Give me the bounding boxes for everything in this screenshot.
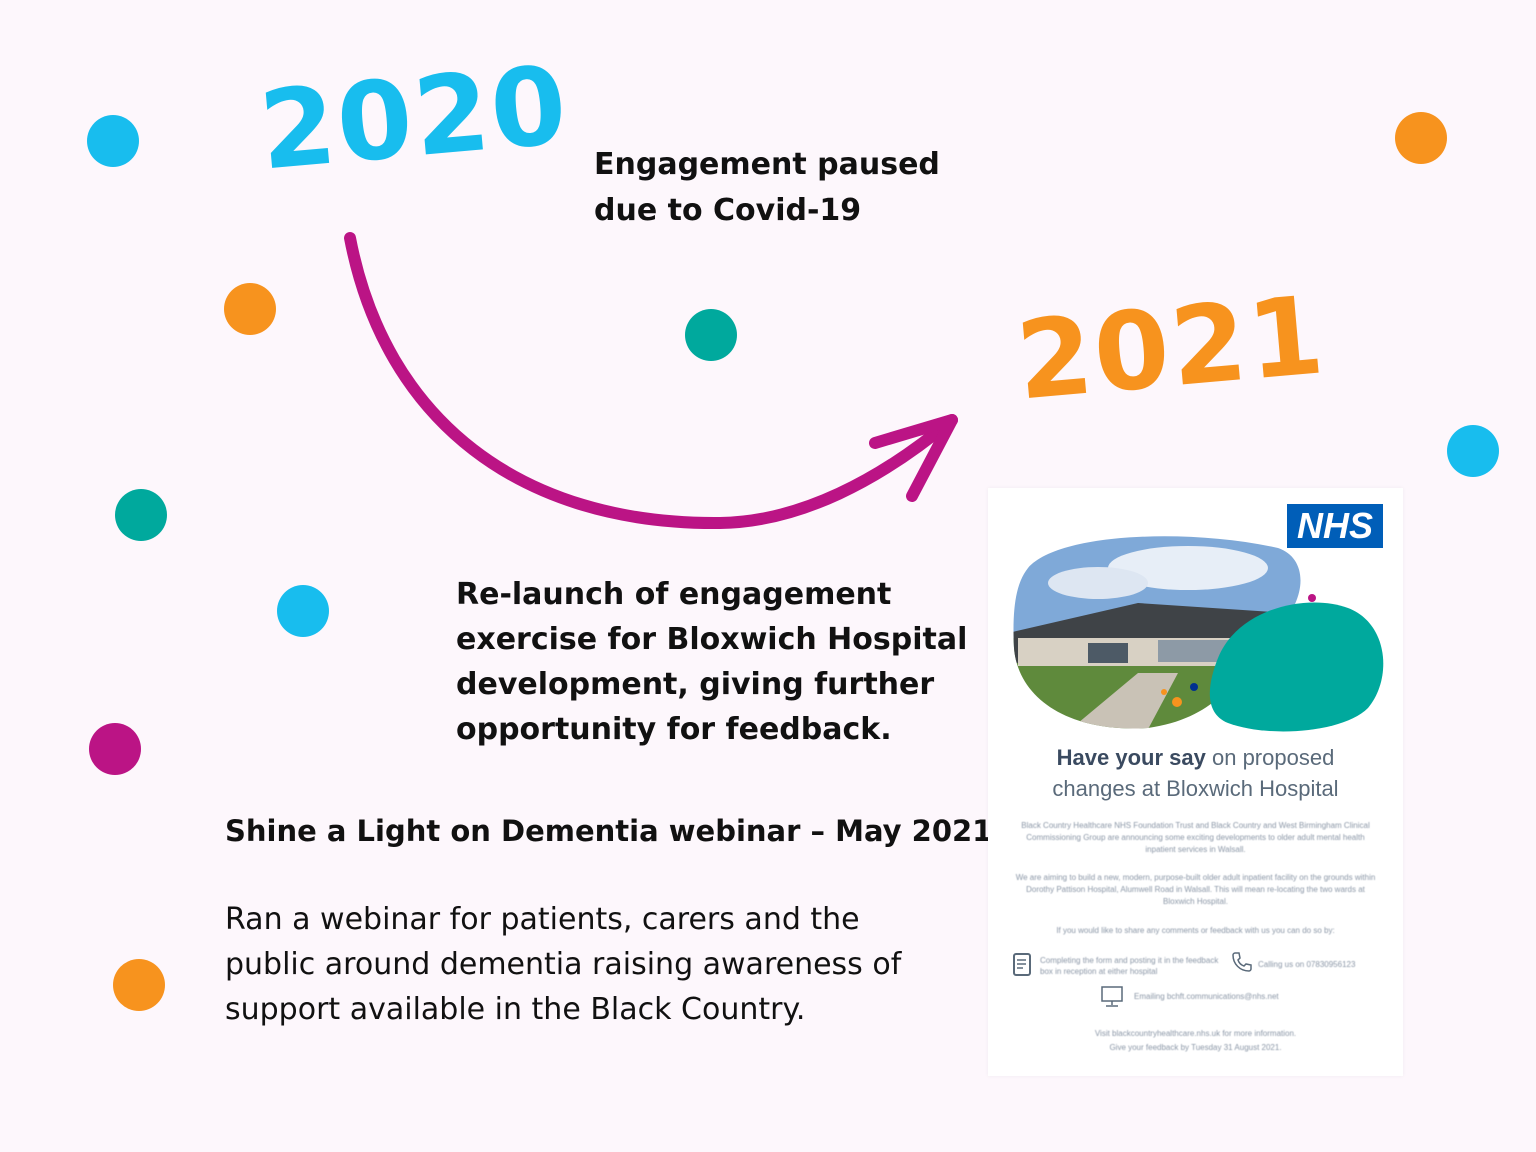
paused-line-1: Engagement paused [594,147,940,182]
relaunch-line: Re-launch of engagement [456,577,892,612]
relaunch-line: exercise for Bloxwich Hospital [456,622,968,657]
consultation-poster: NHS Have your say on proposed changes at… [988,488,1403,1076]
relaunch-line: development, giving further [456,667,935,702]
relaunch-line: opportunity for feedback. [456,712,892,747]
decorative-dot-magenta [89,723,141,775]
poster-title: Have your say on proposed changes at Blo… [988,742,1403,804]
decorative-dot-orange [1395,112,1447,164]
poster-footer-2: Give your feedback by Tuesday 31 August … [1109,1043,1282,1052]
webinar-line: public around dementia raising awareness… [225,947,902,982]
webinar-heading: Shine a Light on Dementia webinar – May … [225,814,993,848]
decorative-dot-blue [1447,425,1499,477]
poster-option-phone: Calling us on 07830956123 [1258,960,1356,969]
poster-title-rest: on proposed [1205,745,1335,770]
computer-icon [1101,986,1123,1007]
poster-paragraph-1: Black Country Healthcare NHS Foundation … [1021,821,1370,854]
nhs-logo: NHS [1286,504,1383,548]
hospital-image [1013,536,1384,732]
poster-option-email: Emailing bchft.communications@nhs.net [1134,992,1279,1001]
poster-footer-1: Visit blackcountryhealthcare.nhs.uk for … [1094,1029,1297,1038]
poster-paragraph-3: If you would like to share any comments … [1056,926,1335,935]
poster-paragraph-2: We are aiming to build a new, modern, pu… [1015,873,1376,906]
form-icon [1013,953,1031,976]
decorative-dot-blue [87,115,139,167]
decorative-dot-blue [277,585,329,637]
decorative-dot-teal [685,309,737,361]
relaunch-text: Re-launch of engagement exercise for Blo… [456,572,967,752]
webinar-line: support available in the Black Country. [225,992,806,1027]
webinar-description: Ran a webinar for patients, carers and t… [225,897,901,1032]
paused-line-2: due to Covid-19 [594,193,862,228]
decorative-dot-orange [113,959,165,1011]
poster-title-line-1: Have your say on proposed [988,742,1403,773]
phone-icon [1232,952,1252,972]
decorative-dot-orange [224,283,276,335]
webinar-line: Ran a webinar for patients, carers and t… [225,902,860,937]
poster-option-form: Completing the form and posting it in th… [1040,956,1219,976]
poster-title-bold: Have your say [1056,745,1206,770]
poster-title-line-2: changes at Bloxwich Hospital [1052,776,1339,801]
engagement-paused-text: Engagement paused due to Covid-19 [594,142,940,234]
decorative-dot-teal [115,489,167,541]
